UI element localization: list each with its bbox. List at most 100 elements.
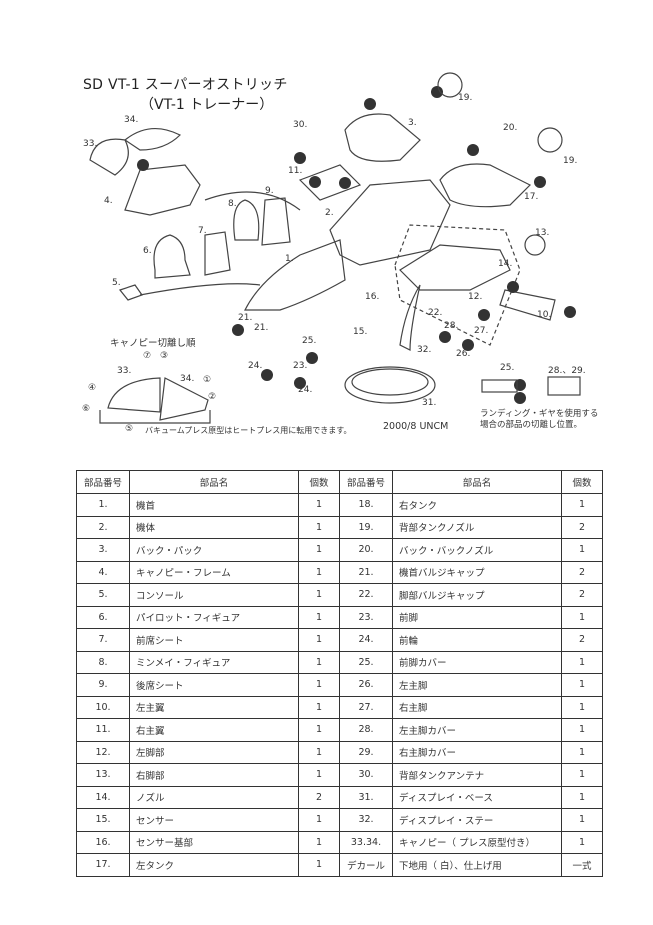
quantity-cell: 1: [298, 583, 340, 607]
part-name-cell: 右主脚: [392, 695, 562, 719]
canopy-label: 33.: [117, 366, 132, 376]
fuselage-part: [329, 179, 451, 266]
document-title: SD VT-1 スーパーオストリッチ: [83, 77, 288, 93]
console-part: [118, 284, 143, 301]
quantity-cell: 1: [298, 763, 340, 787]
gear-label: 25.: [500, 363, 515, 373]
quantity-cell: 1: [298, 830, 340, 854]
part-number-cell: 16.: [76, 830, 130, 854]
part-number-cell: 24.: [339, 628, 393, 652]
part-label: 28.: [444, 321, 459, 331]
part-number-cell: 31.: [339, 785, 393, 809]
part-number-cell: 27.: [339, 695, 393, 719]
part-label: 22.: [428, 308, 443, 318]
part-number-cell: 29.: [339, 740, 393, 764]
right-wing-part: [298, 164, 362, 201]
part-label: 7.: [198, 226, 207, 236]
part-name-cell: ミンメイ・フィギュア: [129, 650, 299, 674]
canopy-frame-part: [124, 164, 201, 216]
part-name-cell: バック・バックノズル: [392, 538, 562, 562]
part-number-cell: 12.: [76, 740, 130, 764]
part-label: 12.: [468, 292, 483, 302]
part-label: 19.: [458, 93, 473, 103]
quantity-cell: 1: [561, 808, 603, 832]
part-label: 17.: [524, 192, 539, 202]
canopy-label: ①: [203, 375, 212, 385]
part-label: 3.: [408, 118, 417, 128]
part-number-cell: 10.: [76, 695, 130, 719]
canopy-order-sketch: [99, 377, 211, 424]
part-label: 8.: [228, 199, 237, 209]
quantity-cell: 1: [298, 853, 340, 877]
part-label: 19.: [563, 156, 578, 166]
quantity-cell: 1: [298, 605, 340, 629]
quantity-cell: 1: [298, 808, 340, 832]
part-number-cell: 4.: [76, 560, 130, 584]
part-label: 14.: [498, 259, 513, 269]
quantity-cell: 1: [561, 695, 603, 719]
quantity-cell: 2: [561, 515, 603, 539]
leg-part: [399, 244, 511, 291]
canopy-label: 34.: [180, 374, 195, 384]
quantity-cell: 1: [561, 785, 603, 809]
part-label: 9.: [265, 186, 274, 196]
assembly-arrow: [204, 191, 301, 211]
part-name-cell: 左主脚: [392, 673, 562, 697]
part-number-cell: 13.: [76, 763, 130, 787]
display-base-part: [344, 366, 436, 404]
part-label: 30.: [293, 120, 308, 130]
part-number-cell: 22.: [339, 583, 393, 607]
canopy-label: ④: [88, 383, 97, 393]
part-number-cell: 21.: [339, 560, 393, 584]
part-label: 16.: [365, 292, 380, 302]
part-name-cell: 左主翼: [129, 695, 299, 719]
front-seat-part: [204, 231, 231, 276]
part-label: 13.: [535, 228, 550, 238]
header-quantity: 個数: [561, 470, 603, 494]
part-number-cell: 9.: [76, 673, 130, 697]
quantity-cell: 2: [298, 785, 340, 809]
header-part-name: 部品名: [392, 470, 562, 494]
part-label: 23.: [293, 361, 308, 371]
part-label: 2.: [325, 208, 334, 218]
part-name-cell: 背部タンクノズル: [392, 515, 562, 539]
nose-part: [244, 239, 346, 311]
part-name-cell: キャノピー・フレーム: [129, 560, 299, 584]
part-name-cell: ディスプレイ・ステー: [392, 808, 562, 832]
header-part-number: 部品番号: [339, 470, 393, 494]
minmay-figure-part: [233, 199, 260, 241]
quantity-cell: 1: [298, 538, 340, 562]
canopy-label: ⑦: [143, 351, 152, 361]
canopy-label: ⑥: [82, 404, 91, 414]
part-label: 1.: [285, 254, 294, 264]
part-label: 10.: [537, 310, 552, 320]
quantity-cell: 2: [561, 628, 603, 652]
part-label: 4.: [104, 196, 113, 206]
part-label: 26.: [456, 349, 471, 359]
part-label: 6.: [143, 246, 152, 256]
part-label: 24.: [298, 385, 313, 395]
quantity-cell: 1: [561, 650, 603, 674]
quantity-cell: 1: [298, 718, 340, 742]
gear-cut-sketch-28-29: [547, 376, 581, 396]
document-subtitle: （VT-1 トレーナー）: [140, 97, 274, 113]
part-name-cell: 下地用（ 白）、仕上げ用: [392, 853, 562, 877]
part-number-cell: 15.: [76, 808, 130, 832]
part-label: 15.: [353, 327, 368, 337]
part-name-cell: 左脚部: [129, 740, 299, 764]
part-name-cell: 機首: [129, 493, 299, 517]
quantity-cell: 1: [298, 740, 340, 764]
part-label: 21.: [238, 313, 253, 323]
part-number-cell: 20.: [339, 538, 393, 562]
rear-seat-part: [261, 197, 291, 246]
part-name-cell: 機首バルジキャップ: [392, 560, 562, 584]
part-label: 11.: [288, 166, 303, 176]
part-label: 32.: [417, 345, 432, 355]
